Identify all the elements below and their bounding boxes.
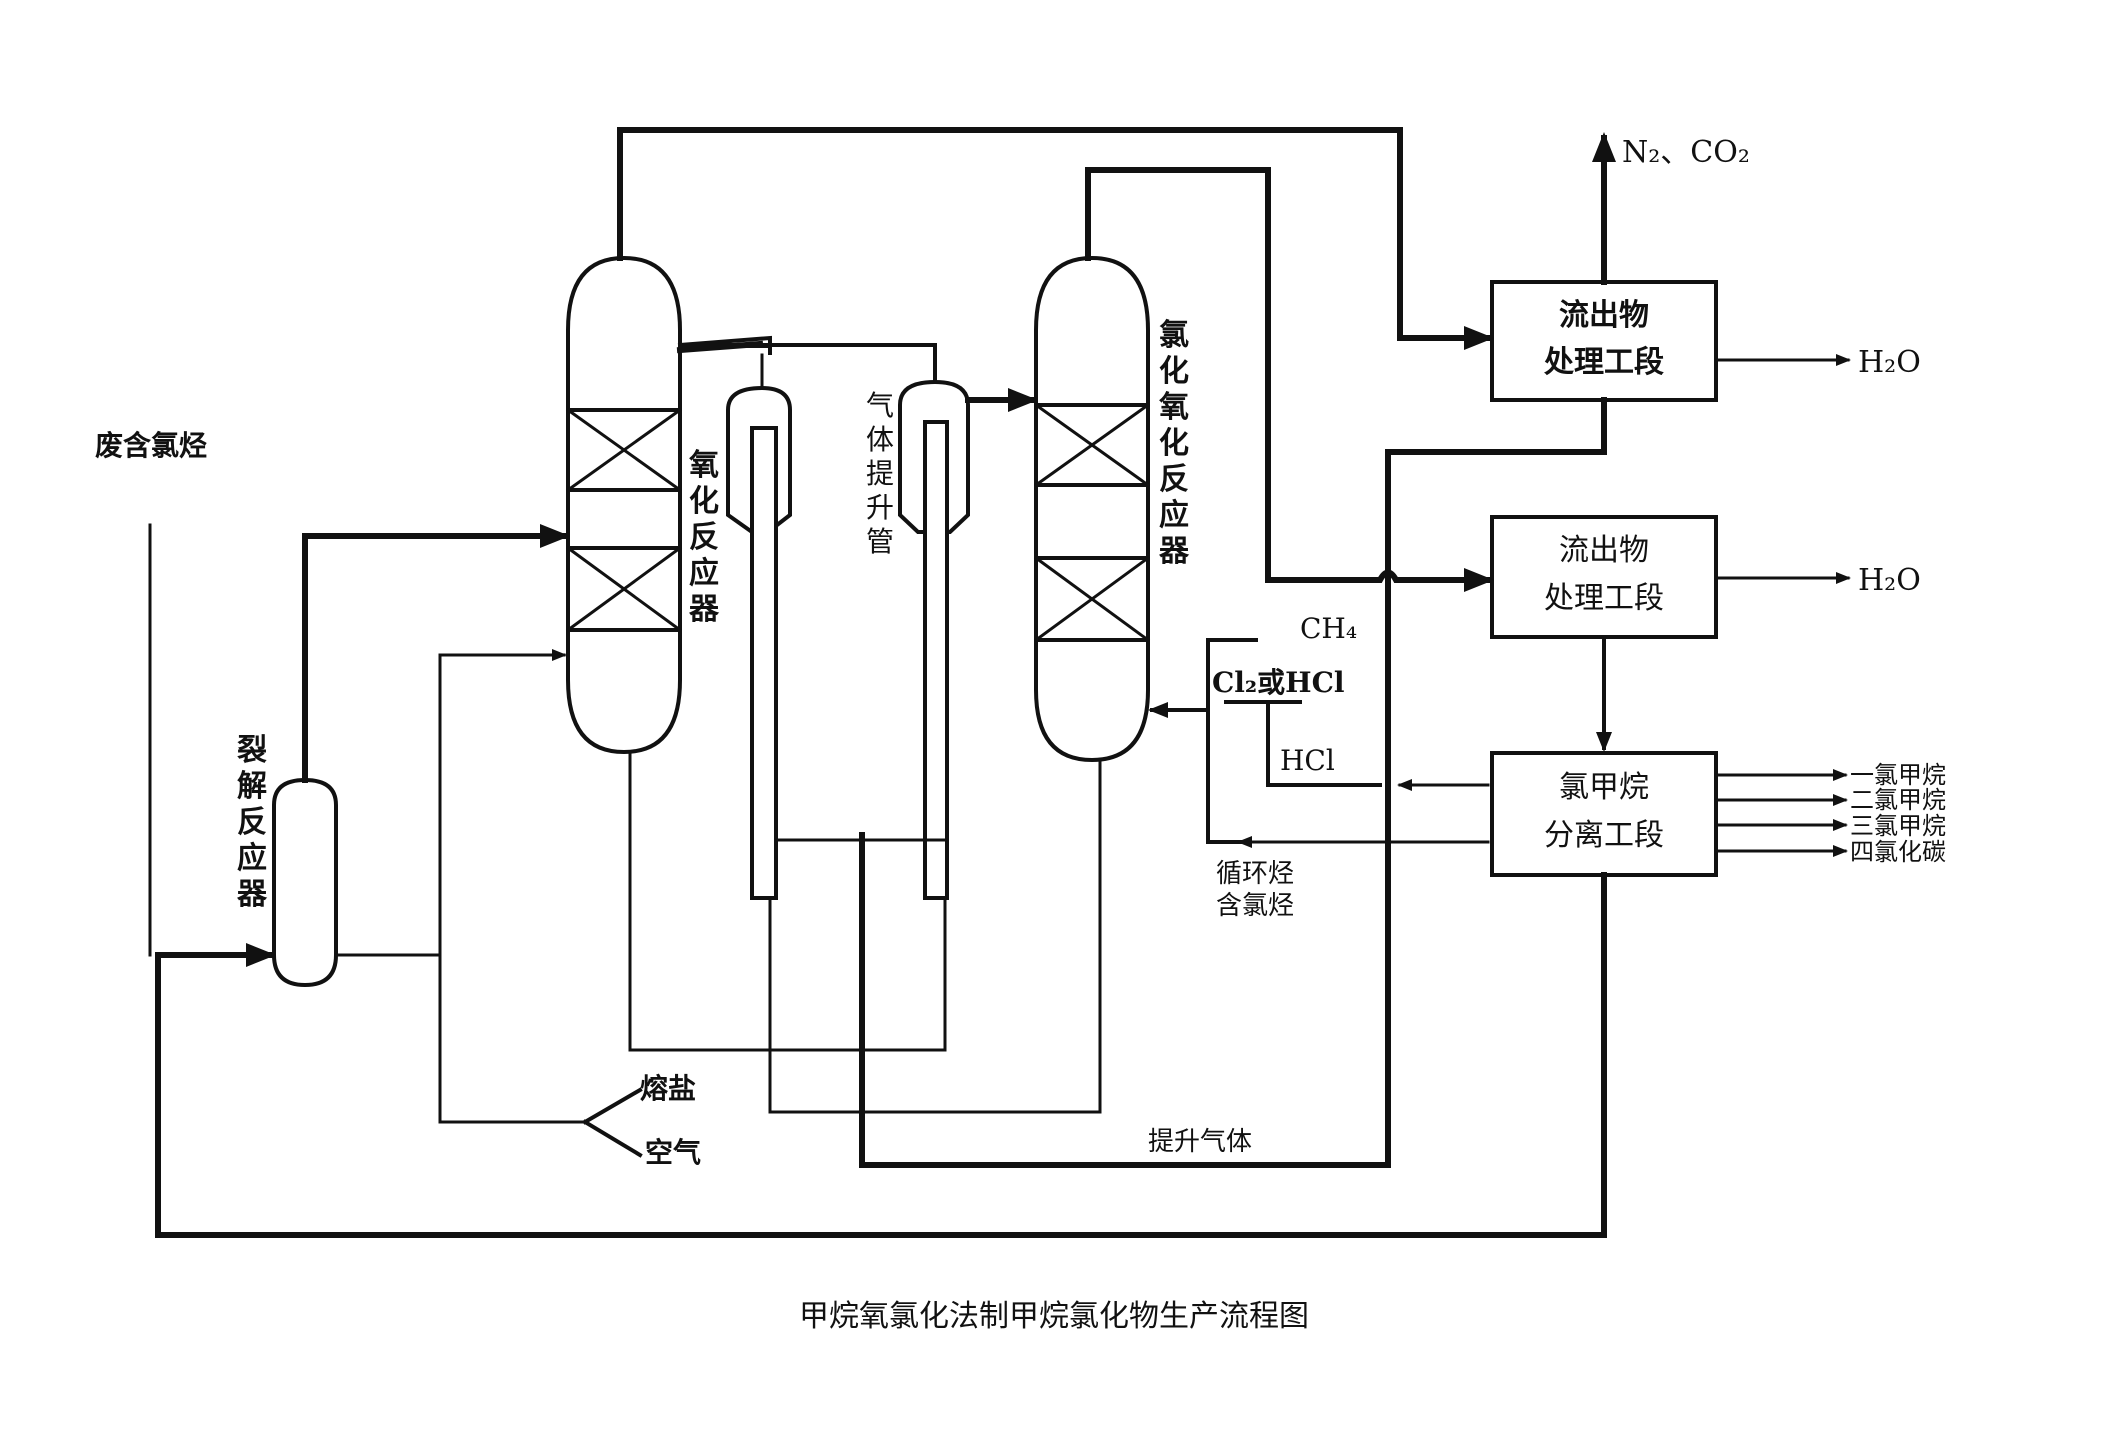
label-water-1: H₂O — [1858, 345, 1921, 380]
vertical-label-char: 器 — [688, 592, 720, 627]
vertical-label-char: 化 — [1159, 354, 1189, 389]
pipe-hcl — [1266, 700, 1382, 787]
product-label: 四氯化碳 — [1850, 838, 1946, 866]
vertical-label-char: 管 — [866, 525, 894, 558]
vertical-label-char: 化 — [1159, 426, 1189, 461]
vertical-label-char: 氯 — [1159, 318, 1189, 353]
pipe-recycle-loop — [155, 872, 1607, 1238]
pipe-oxidation-offgas — [617, 127, 1494, 350]
vertical-label-char: 氧 — [1159, 390, 1189, 425]
box3-line1: 氯甲烷 — [1559, 770, 1649, 805]
vertical-label-char: 反 — [689, 520, 719, 555]
vertical-label-char: 提 — [866, 457, 894, 490]
gas-lift-pipe-right — [898, 379, 970, 900]
label-waste-feed: 废含氯烃 — [95, 429, 207, 462]
product-label: 一氯甲烷 — [1850, 761, 1946, 789]
label-hcl: HCl — [1280, 744, 1335, 777]
vertical-label-char: 升 — [866, 491, 894, 524]
vertical-label-char: 器 — [236, 877, 268, 912]
pipe-oxidation-bottom — [628, 750, 947, 1052]
oxidation-reactor — [565, 255, 683, 755]
box1-line2: 处理工段 — [1543, 345, 1664, 380]
product-label: 二氯甲烷 — [1850, 786, 1946, 814]
vertical-label-char: 解 — [237, 769, 267, 804]
label-molten-salt: 熔盐 — [640, 1072, 696, 1105]
label-lift-gas: 提升气体 — [1148, 1127, 1252, 1157]
label-recycle-2: 含氯烃 — [1216, 891, 1294, 921]
vertical-label-char: 反 — [237, 805, 267, 840]
pipe-lift-gas-return — [859, 397, 1607, 1168]
vertical-label-char: 裂 — [237, 733, 267, 768]
vertical-label-char: 氧 — [689, 448, 719, 483]
vertical-label-char: 应 — [237, 841, 267, 876]
box2-line2: 处理工段 — [1544, 581, 1664, 616]
vertical-label-char: 气 — [866, 389, 894, 422]
label-vent: N₂、CO₂ — [1622, 135, 1750, 170]
pipe-to-lift-2 — [678, 343, 937, 384]
label-water-2: H₂O — [1858, 563, 1921, 598]
label-recycle-1: 循环烃 — [1216, 859, 1294, 889]
box1-line1: 流出物 — [1559, 298, 1649, 333]
oxychlorination-reactor — [1033, 255, 1151, 763]
pipe-molten-salt-air — [438, 653, 587, 1124]
label-air: 空气 — [645, 1136, 701, 1169]
label-ch4: CH₄ — [1300, 612, 1357, 645]
label-cl2-or-hcl: Cl₂或HCl — [1212, 666, 1345, 699]
gas-lift-pipe-left — [726, 385, 792, 900]
vertical-label-char: 化 — [689, 484, 719, 519]
pipe-oxychlorination-bottom — [768, 758, 1102, 1114]
branch-air — [582, 1119, 643, 1158]
pipe-cracking-to-oxidation — [302, 524, 570, 783]
box2-line1: 流出物 — [1559, 533, 1649, 568]
vertical-label-char: 体 — [866, 423, 894, 456]
box3-line2: 分离工段 — [1544, 818, 1664, 853]
pipe-recycle — [1206, 708, 1242, 844]
cracking-reactor — [272, 777, 338, 988]
vertical-label-char: 应 — [1159, 498, 1189, 533]
figure-caption: 甲烷氧氯化法制甲烷氯化物生产流程图 — [799, 1299, 1309, 1334]
pipe-ch4-feed — [1148, 638, 1258, 718]
branch-molten-salt — [582, 1087, 643, 1125]
vertical-label-char: 器 — [1158, 534, 1190, 569]
product-label: 三氯甲烷 — [1850, 812, 1946, 840]
vertical-label-char: 应 — [689, 556, 719, 591]
vertical-label-char: 反 — [1159, 462, 1189, 497]
